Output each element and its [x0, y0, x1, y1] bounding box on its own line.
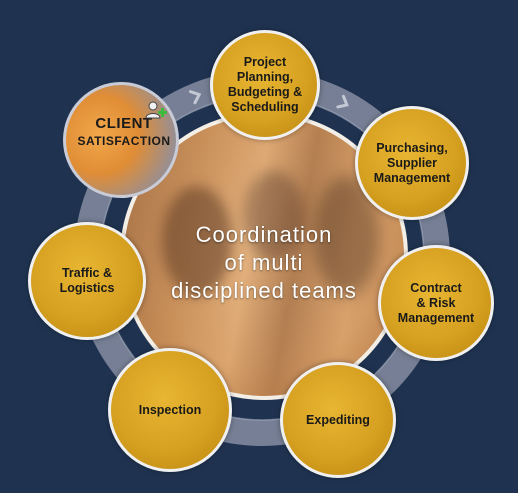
- node-contract-risk: Contract & Risk Management: [378, 245, 494, 361]
- client-satisfaction-label: CLIENT SATISFACTION: [74, 115, 174, 149]
- node-contract-risk-label: Contract & Risk Management: [397, 280, 475, 325]
- node-inspection-label: Inspection: [138, 402, 202, 417]
- node-traffic-logistics-label: Traffic & Logistics: [59, 266, 115, 295]
- node-purchasing: Purchasing, Supplier Management: [355, 106, 469, 220]
- add-user-icon: [145, 101, 167, 119]
- center-label-line-2: of multi: [224, 250, 304, 275]
- center-label: Coordination of multi disciplined teams: [124, 221, 404, 305]
- node-project-planning: Project Planning, Budgeting & Scheduling: [210, 30, 320, 140]
- client-label-line-1: CLIENT: [95, 115, 153, 132]
- center-label-line-1: Coordination: [195, 222, 333, 247]
- client-satisfaction-node: CLIENT SATISFACTION: [63, 82, 179, 198]
- node-expediting-label: Expediting: [306, 412, 370, 427]
- ring-chevron-0: [336, 94, 349, 109]
- node-traffic-logistics: Traffic & Logistics: [28, 222, 146, 340]
- node-inspection: Inspection: [108, 348, 232, 472]
- photo-person-left: [162, 186, 232, 296]
- node-expediting: Expediting: [280, 362, 396, 478]
- ring-chevron-6: [188, 90, 202, 105]
- client-label-line-2: SATISFACTION: [77, 134, 171, 148]
- node-purchasing-label: Purchasing, Supplier Management: [373, 140, 451, 185]
- center-label-line-3: disciplined teams: [171, 278, 357, 303]
- photo-person-middle: [244, 171, 304, 261]
- node-project-planning-label: Project Planning, Budgeting & Scheduling: [227, 55, 303, 114]
